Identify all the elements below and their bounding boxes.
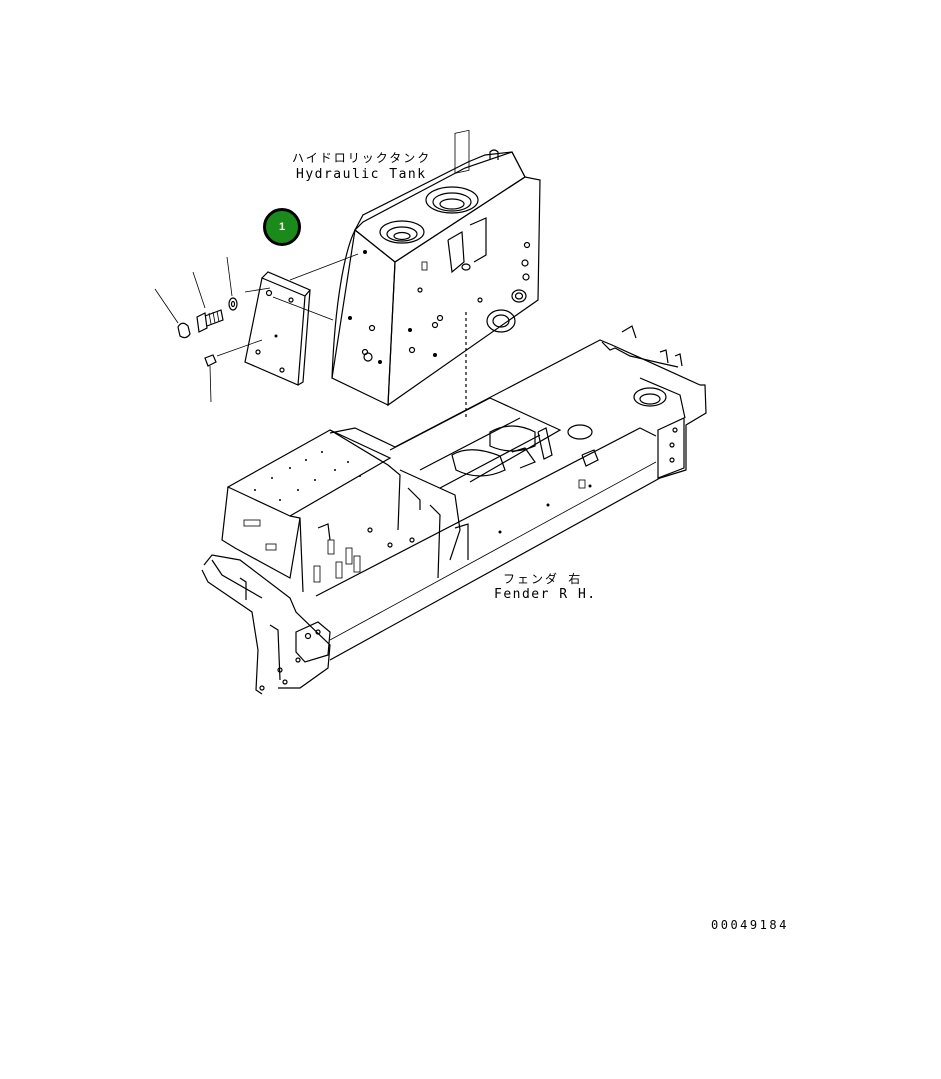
hydraulic-tank <box>331 129 541 420</box>
part-callout-1[interactable]: 1 <box>263 208 301 246</box>
main-frame <box>201 325 707 695</box>
hydraulic-tank-label: Hydraulic Tank <box>296 167 427 182</box>
callout-number: 1 <box>278 221 286 233</box>
fender-label-jp: フェンダ 右 <box>503 572 583 586</box>
cap <box>154 288 191 339</box>
washer <box>226 256 238 311</box>
fender-label: Fender R H. <box>494 587 597 602</box>
plug <box>204 354 217 403</box>
cover-plate <box>244 271 311 386</box>
hydraulic-tank-label-jp: ハイドロリックタンク <box>292 151 432 165</box>
drawing-number: 00049184 <box>711 918 789 932</box>
bolt <box>192 271 224 333</box>
